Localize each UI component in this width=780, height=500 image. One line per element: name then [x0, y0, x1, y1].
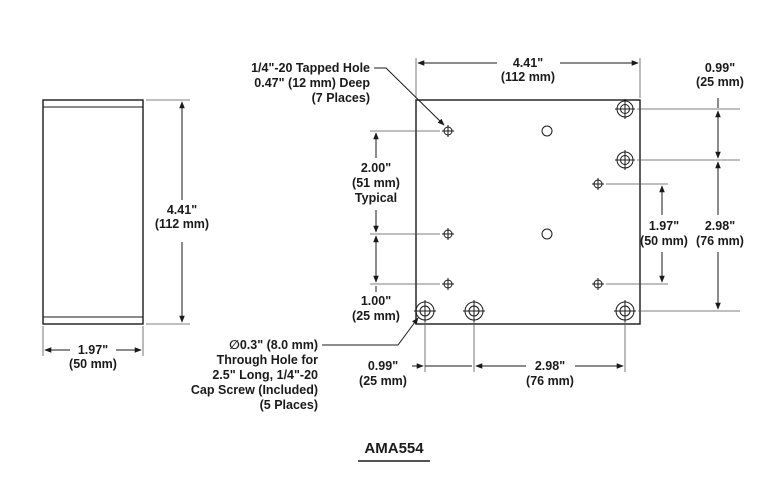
through-hole-bottom-second: [463, 300, 485, 322]
top-view-body: [415, 99, 641, 325]
tapped-hole-leader: [374, 67, 445, 126]
bottom-spacing-label-mm: (76 mm): [526, 374, 574, 388]
through-hole-callout-line2: Through Hole for: [217, 353, 319, 367]
tapped-hole-right-upper: [592, 178, 604, 190]
center-hole-middle: [541, 228, 553, 240]
tapped-hole-callout-line1: 1/4"-20 Tapped Hole: [251, 61, 370, 75]
top-width-label: 4.41": [513, 56, 543, 70]
through-hole-callout-line5: (5 Places): [260, 398, 318, 412]
side-width-label-mm: (50 mm): [69, 357, 117, 371]
left-spacing-label-mm: (51 mm): [352, 176, 400, 190]
bottom-row-offset-label: 1.00": [361, 294, 391, 308]
left-spacing-label: 2.00": [361, 161, 391, 175]
right-outer-spacing-label-mm: (76 mm): [696, 234, 744, 248]
part-number: AMA554: [364, 440, 424, 457]
through-hole-bottom-right: [614, 300, 636, 322]
side-view-body: [42, 99, 144, 325]
right-top-offset-label: 0.99": [705, 61, 735, 75]
right-inner-spacing-label: 1.97": [649, 219, 679, 233]
right-top-offset-label-mm: (25 mm): [696, 75, 744, 89]
bottom-left-offset-label-mm: (25 mm): [359, 374, 407, 388]
through-hole-callout-line3: 2.5" Long, 1/4"-20: [212, 368, 318, 382]
through-hole-callout: ∅0.3" (8.0 mm) Through Hole for 2.5" Lon…: [191, 317, 419, 412]
tapped-hole-right-top: [615, 99, 635, 119]
bottom-left-offset-label: 0.99": [368, 359, 398, 373]
tapped-hole-right-lower: [592, 278, 604, 290]
through-hole-leader: [322, 317, 419, 346]
tapped-hole-left-middle: [442, 228, 454, 240]
side-view: 4.41" (112 mm) 1.97" (50 mm): [42, 99, 209, 371]
tapped-hole-callout-line3: (7 Places): [312, 91, 370, 105]
bottom-spacing-label: 2.98": [535, 359, 565, 373]
through-hole-callout-line4: Cap Screw (Included): [191, 383, 318, 397]
side-height-label: 4.41": [167, 203, 197, 217]
through-hole-callout-line1: ∅0.3" (8.0 mm): [229, 338, 318, 352]
right-outer-spacing-label: 2.98": [705, 219, 735, 233]
tapped-hole-right-second: [615, 150, 635, 170]
center-hole-top: [541, 125, 553, 137]
side-height-label-mm: (112 mm): [155, 217, 209, 231]
top-width-label-mm: (112 mm): [501, 70, 555, 84]
tapped-hole-callout: 1/4"-20 Tapped Hole 0.47" (12 mm) Deep (…: [251, 61, 445, 126]
top-view: 4.41" (112 mm) 0.99" (25 mm) 1.97" (50 m…: [352, 56, 744, 388]
through-hole-bottom-left: [414, 300, 436, 322]
tapped-hole-left-top: [442, 125, 454, 137]
tapped-hole-callout-line2: 0.47" (12 mm) Deep: [254, 76, 370, 90]
left-spacing-note: Typical: [355, 191, 397, 205]
bottom-row-offset-label-mm: (25 mm): [352, 309, 400, 323]
right-inner-spacing-label-mm: (50 mm): [640, 234, 688, 248]
tapped-hole-left-bottom: [442, 278, 454, 290]
side-width-label: 1.97": [78, 343, 108, 357]
